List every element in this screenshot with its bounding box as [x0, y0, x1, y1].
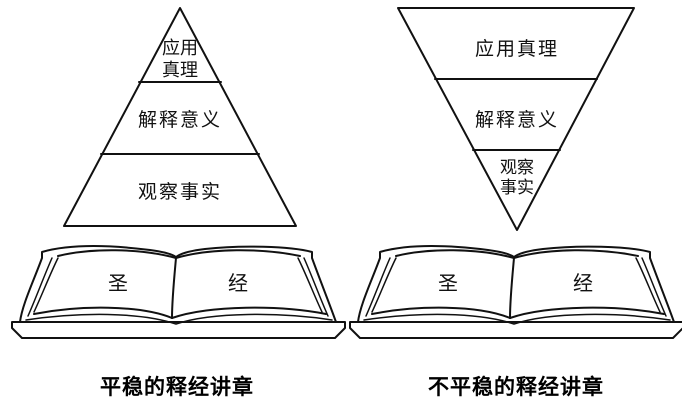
inverted-observe-line2: 事实 [500, 178, 534, 198]
pyramid-triangle [63, 7, 297, 227]
pyramid-interpret: 解释意义 [138, 109, 222, 131]
inverted-apply: 应用真理 [475, 38, 559, 60]
pyramid-observe: 观察事实 [138, 181, 222, 203]
pyramid-apply-line2: 真理 [162, 60, 198, 81]
stable-book-right-char: 经 [228, 271, 248, 295]
stable-caption: 平稳的释经讲章 [100, 375, 254, 399]
unstable-diagram: 应用真理 解释意义 观察 事实 圣 经 不平稳的释经讲章 [349, 7, 682, 399]
stable-diagram: 应用 真理 解释意义 观察事实 圣 经 [11, 7, 346, 399]
unstable-caption: 不平稳的释经讲章 [428, 375, 604, 399]
unstable-book-icon [349, 245, 682, 339]
unstable-book-left-char: 圣 [438, 271, 458, 295]
stable-book-left-char: 圣 [108, 271, 128, 295]
inverted-interpret: 解释意义 [475, 109, 559, 131]
inverted-observe-line1: 观察 [500, 158, 534, 178]
pyramid-apply-line1: 应用 [162, 38, 198, 59]
inverted-pyramid-triangle [397, 7, 635, 231]
unstable-book-right-char: 经 [573, 271, 593, 295]
stable-book-icon [11, 245, 346, 339]
